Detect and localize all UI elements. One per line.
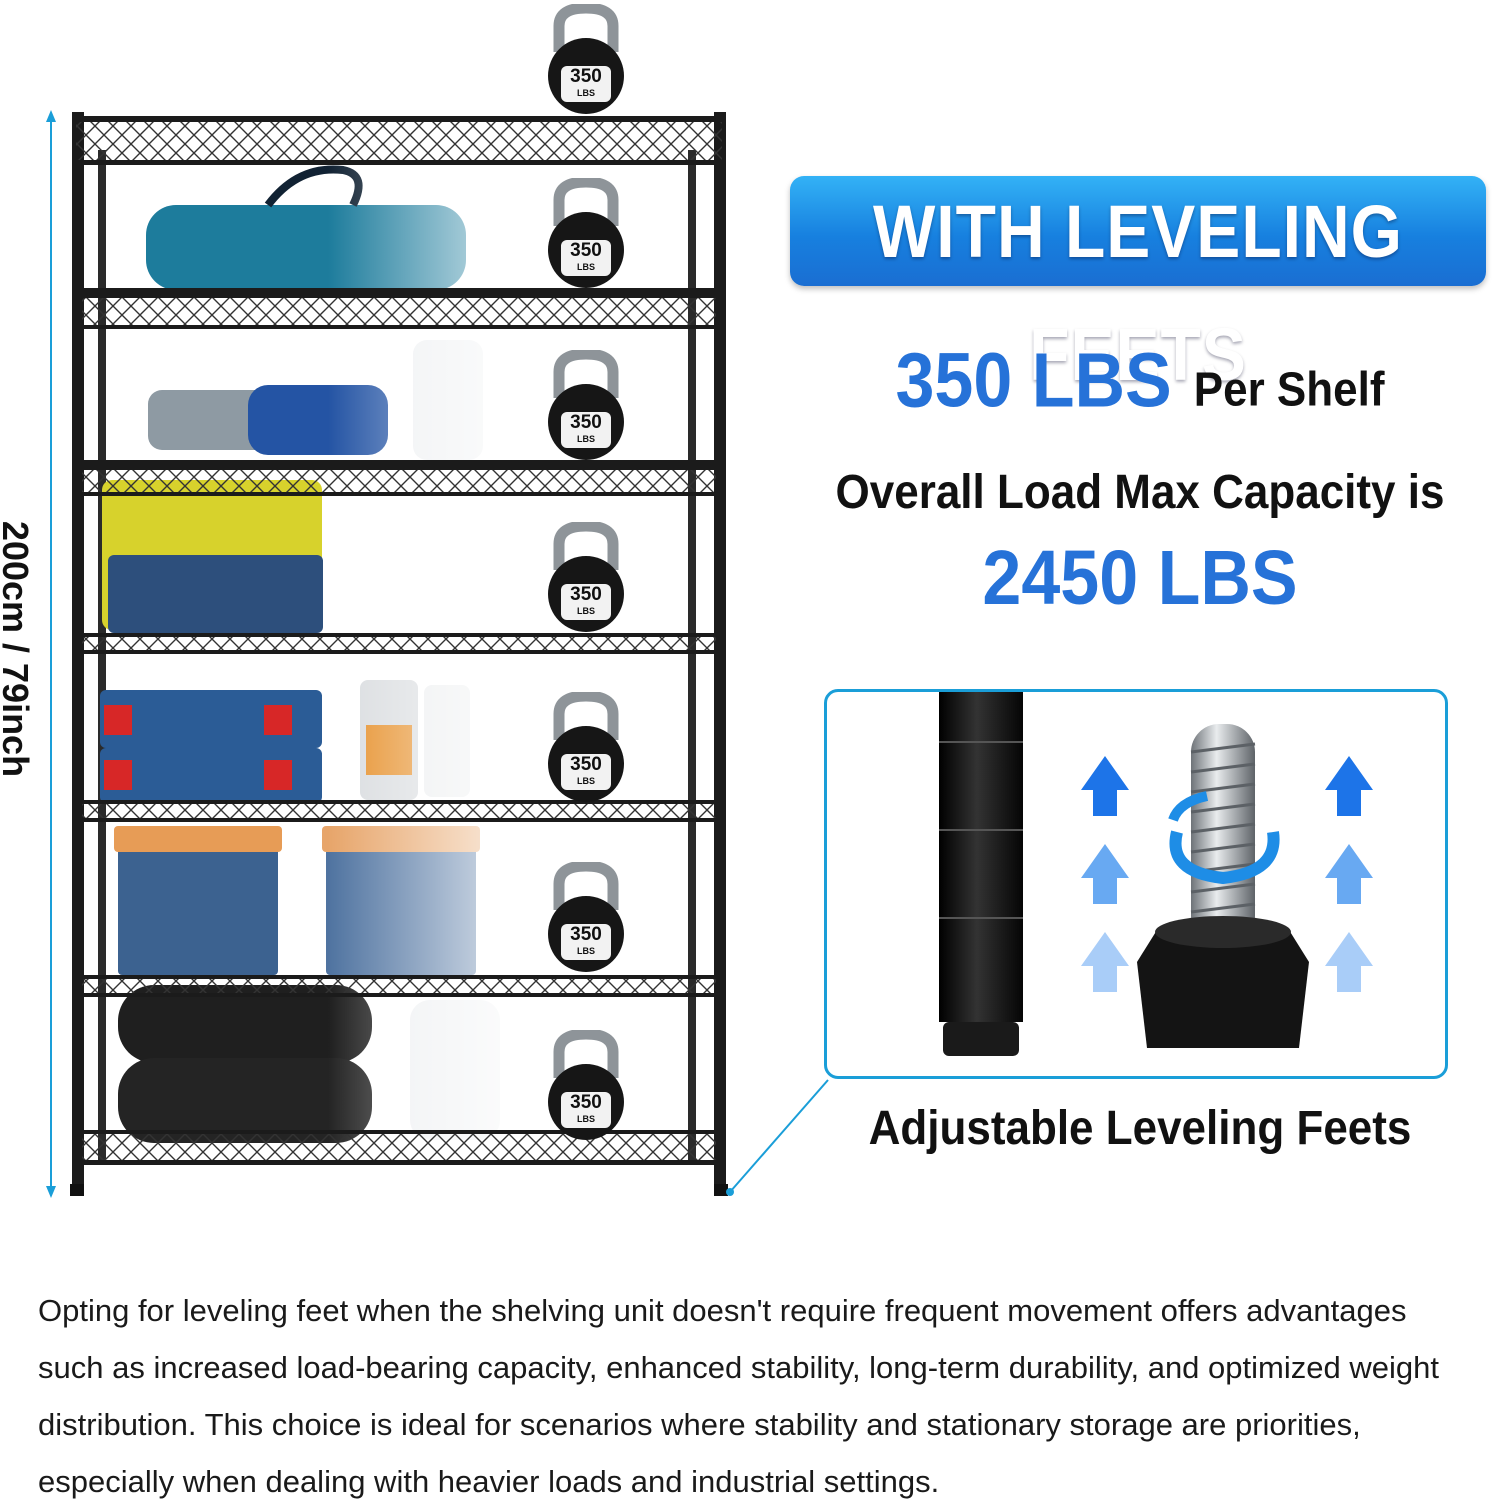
- banner-title: WITH LEVELING FEETS: [873, 189, 1403, 396]
- shelf-pole-icon: [939, 692, 1023, 1056]
- leveling-foot-detail: [824, 689, 1448, 1079]
- kettlebell-weight-unit: LBS: [577, 606, 595, 616]
- per-shelf-load-suffix: Per Shelf: [1193, 362, 1385, 417]
- per-shelf-load-value: 350 LBS: [895, 337, 1172, 423]
- per-shelf-load: 350 LBS Per Shelf: [790, 337, 1490, 430]
- shelf-3: [82, 460, 716, 496]
- kettlebell-weight-value: 350: [570, 924, 602, 945]
- shelf-post-left: [72, 112, 84, 1192]
- leveling-feet-caption: Adjustable Leveling Feets: [868, 1101, 1412, 1155]
- shelf-1: [76, 116, 722, 165]
- kettlebell-weight-unit: LBS: [577, 946, 595, 956]
- shelf-post-back-right: [688, 150, 696, 1160]
- kettlebell-weight-value: 350: [570, 584, 602, 605]
- toolboxes: [100, 690, 322, 803]
- overall-capacity-value: 2450 LBS: [982, 534, 1298, 621]
- shelf-6: [82, 975, 716, 997]
- kettlebell-weight-value: 350: [570, 240, 602, 261]
- leveling-foot-diagram: [939, 692, 1373, 1056]
- kettlebell-weight-unit: LBS: [577, 776, 595, 786]
- shelf-4: [82, 633, 716, 654]
- detail-connector-line: [726, 1079, 829, 1196]
- shelf-7: [82, 1130, 716, 1165]
- leveling-feet-banner: [790, 176, 1486, 286]
- kettlebell-weight-unit: LBS: [577, 262, 595, 272]
- kettlebell-weight-unit: LBS: [577, 434, 595, 444]
- shelf-post-back-left: [98, 150, 106, 1160]
- height-measure-line: [46, 110, 56, 1198]
- shelf-post-right: [714, 112, 726, 1192]
- description-paragraph: Opting for leveling feet when the shelvi…: [38, 1293, 1439, 1499]
- tool-tote: [102, 480, 323, 633]
- shelving-unit-illustration: [70, 112, 728, 1196]
- up-arrow-icon: [1081, 756, 1129, 992]
- up-arrow-icon: [1325, 756, 1373, 992]
- shelf-2: [82, 288, 716, 329]
- kettlebell-weight-value: 350: [570, 754, 602, 775]
- overall-capacity-label: Overall Load Max Capacity is: [835, 465, 1445, 519]
- kettlebell-weight-value: 350: [570, 412, 602, 433]
- shelf-foot-right: [714, 1184, 728, 1196]
- kettlebell-weight-value: 350: [570, 1092, 602, 1113]
- leveling-bolt-icon: [1137, 724, 1309, 1048]
- kettlebell-weight-unit: LBS: [577, 88, 595, 98]
- kettlebell-weight-value: 350: [570, 66, 602, 87]
- shelf-foot-left: [70, 1184, 84, 1196]
- height-dimension-label: 200cm / 79inch: [0, 520, 36, 778]
- kettlebell-weight-unit: LBS: [577, 1114, 595, 1124]
- shelf-5: [82, 800, 716, 822]
